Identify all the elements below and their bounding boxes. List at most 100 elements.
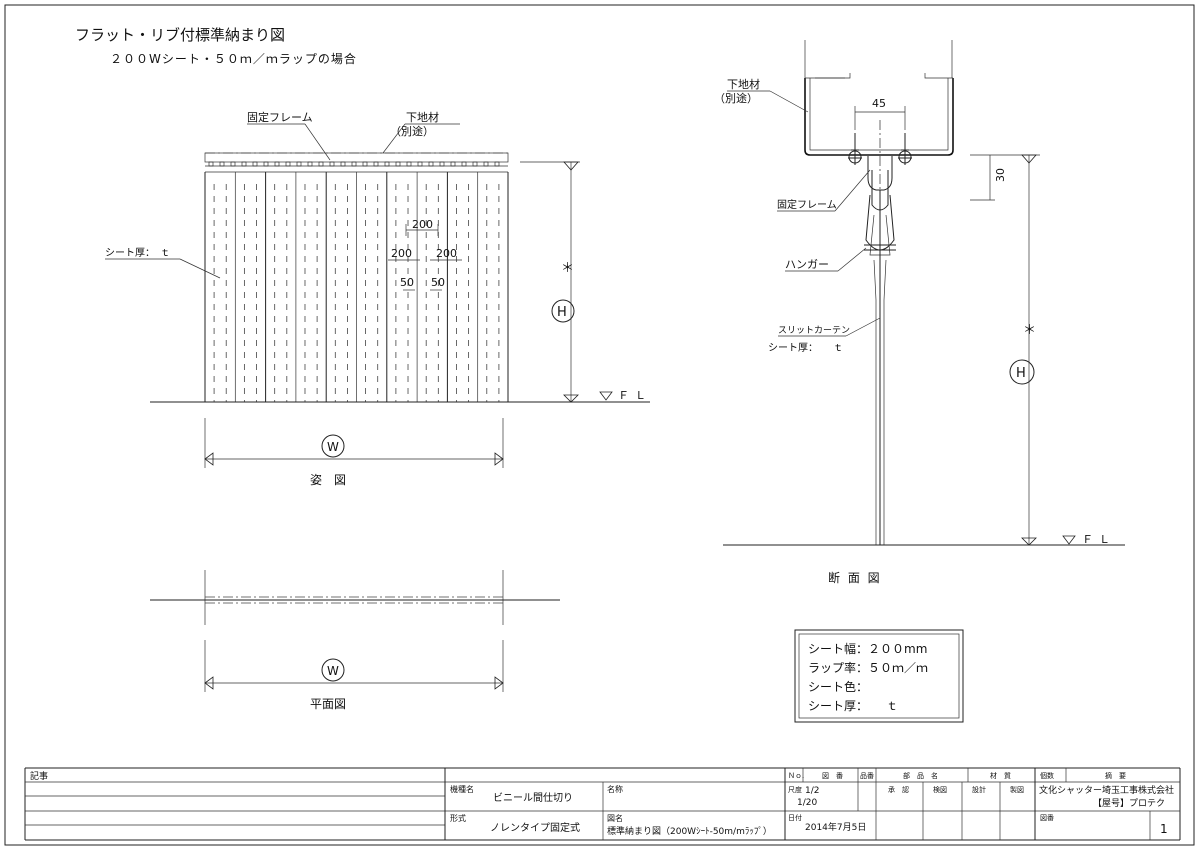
base-member [804, 78, 954, 156]
dim-45: 45 [872, 97, 886, 110]
section-view: 45 下地材 （別途） 固定フレーム ハンガー スリットカーテン シート厚： [714, 40, 1125, 585]
tb-type-label: 形式 [450, 813, 466, 823]
dim-sheet-width: 200 [412, 218, 433, 231]
tb-no-label: Ｎｏ. [788, 772, 804, 780]
tb-brand: 【屋号】プロテク [1093, 798, 1165, 809]
floor-label: ＦＬ [618, 389, 652, 402]
section-label-base-note: （別途） [714, 91, 758, 105]
tb-dwg-label: 図名 [607, 813, 623, 823]
tb-name-label: 名称 [607, 784, 623, 794]
frame-bolts [208, 161, 500, 167]
tb-kind-value: ビニール間仕切り [493, 791, 573, 804]
frame-bolt [494, 161, 500, 167]
tb-scale-1: 1/2 [805, 786, 819, 796]
frame-bolt [384, 161, 390, 167]
tb-scale-label: 尺度 [788, 785, 802, 794]
frame-bolt [417, 161, 423, 167]
label-base-material: 下地材 [406, 110, 439, 124]
elevation-caption: 姿 図 [310, 473, 346, 487]
section-floor-label: ＦＬ [1082, 533, 1116, 546]
plan-view: W 平面図 [150, 570, 560, 711]
tb-buhin-label: 部 品 名 [903, 771, 938, 780]
spec-color: シート色： [808, 680, 868, 694]
frame-bolt [307, 161, 313, 167]
tb-zuban2-label: 図番 [1040, 814, 1054, 822]
tb-hinban-label: 品番 [860, 772, 874, 780]
plan-width-symbol: W [327, 664, 339, 678]
spec-width: シート幅：２００mm [808, 641, 927, 656]
elevation-view: ＊ H ＦＬ 固定フレーム 下地材 （別途） シート厚： ｔ 200 200 2… [105, 110, 652, 487]
tb-check-label: 検図 [933, 785, 947, 794]
tb-dwg-value: 標準納まり図（200Wｼｰﾄ-50m/mﾗｯﾌﾟ） [607, 825, 772, 837]
frame-bolt [428, 161, 434, 167]
tb-zaishitsu-label: 材 質 [990, 771, 1011, 780]
plan-caption: 平面図 [310, 697, 346, 711]
frame-bolt [285, 161, 291, 167]
frame-bolt [450, 161, 456, 167]
frame-bolt [395, 161, 401, 167]
frame-bolt [241, 161, 247, 167]
drawing-title: フラット・リブ付標準納まり図 [75, 26, 285, 44]
section-label-hanger: ハンガー [785, 258, 829, 271]
frame-bolt [483, 161, 489, 167]
frame-bolt [252, 161, 258, 167]
label-sheet-thickness: シート厚： ｔ [105, 247, 170, 259]
frame-bolt [318, 161, 324, 167]
spec-thickness: シート厚： ｔ [808, 699, 898, 713]
frame-bolt [274, 161, 280, 167]
height-symbol: H [557, 305, 567, 320]
tb-scale-2: 1/20 [797, 798, 817, 808]
frame-bolt [263, 161, 269, 167]
frame-bolt [230, 161, 236, 167]
tb-tekiyo-label: 摘 要 [1105, 771, 1126, 780]
dim-30: 30 [994, 168, 1007, 182]
section-label-curtain: スリットカーテン [778, 325, 850, 336]
section-height-symbol: H [1016, 366, 1026, 381]
spec-lap: ラップ率：５０ｍ／ｍ [808, 660, 928, 675]
frame-bolt [362, 161, 368, 167]
tb-sheet-no: 1 [1160, 822, 1168, 836]
dim-left: 200 [391, 247, 412, 260]
tb-draw-label: 製図 [1010, 785, 1024, 794]
drawing-subtitle: ２００Wシート・５０ｍ／ｍラップの場合 [110, 51, 357, 66]
tb-kind-label: 機種名 [450, 784, 474, 794]
frame-bolt [208, 161, 214, 167]
spec-box: シート幅：２００mm ラップ率：５０ｍ／ｍ シート色： シート厚： ｔ [794, 629, 964, 723]
tb-date-value: 2014年7月5日 [805, 821, 866, 833]
width-symbol-circle [321, 434, 345, 458]
dim-right: 200 [436, 247, 457, 260]
fixed-frame [204, 152, 509, 163]
sheet-strips [204, 172, 509, 402]
section-caption: 断 面 図 [828, 570, 882, 585]
tb-type-value: ノレンタイプ固定式 [490, 821, 580, 834]
label-base-note: （別途） [390, 124, 434, 138]
width-symbol: W [327, 440, 339, 454]
frame-bolt [472, 161, 478, 167]
frame-bolt [439, 161, 445, 167]
section-label-frame: 固定フレーム [777, 198, 837, 211]
tb-kosu-label: 個数 [1040, 771, 1054, 780]
frame-bolt [406, 161, 412, 167]
drawing-border [4, 4, 1195, 846]
frame-bolt [296, 161, 302, 167]
tb-approve-label: 承 認 [888, 785, 909, 794]
section-label-base: 下地材 [727, 77, 760, 91]
tb-date-label: 日付 [788, 813, 802, 822]
frame-bolt [373, 161, 379, 167]
section-asterisk: ＊ [1023, 323, 1036, 338]
height-asterisk: ＊ [561, 261, 574, 276]
section-label-sheet: シート厚： ｔ [768, 342, 843, 354]
label-fixed-frame: 固定フレーム [247, 110, 313, 124]
height-symbol-circle [551, 299, 575, 323]
frame-bolt [351, 161, 357, 167]
tb-notes-label: 記事 [30, 770, 48, 782]
frame-bolt [329, 161, 335, 167]
frame-bolt [219, 161, 225, 167]
dim-lap-left: 50 [400, 276, 414, 289]
frame-bolt [461, 161, 467, 167]
frame-bolt [340, 161, 346, 167]
dim-lap-right: 50 [431, 276, 445, 289]
title-block: 記事 機種名 ビニール間仕切り 形式 ノレンタイプ固定式 名称 図名 標準納まり… [24, 767, 1181, 841]
tb-company: 文化シャッター埼玉工事株式会社 [1039, 784, 1174, 796]
